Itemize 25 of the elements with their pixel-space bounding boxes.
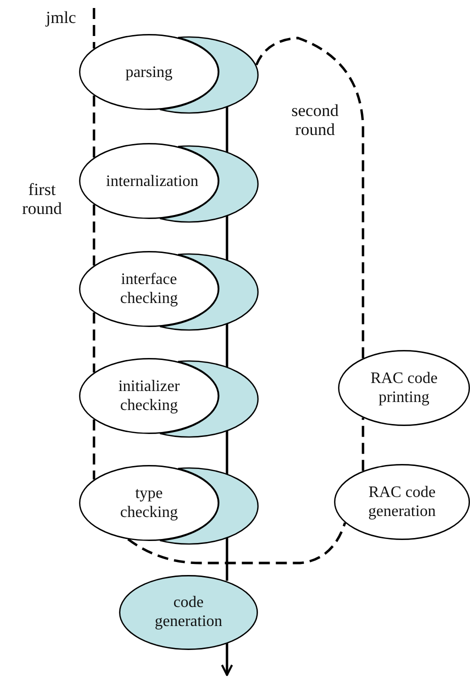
dashed-connector — [92, 8, 96, 48]
process-ellipse: RAC code generation — [334, 464, 470, 540]
process-ellipse: internalization — [79, 143, 219, 219]
arrow — [221, 643, 233, 676]
connector — [226, 216, 228, 260]
dashed-connector — [92, 96, 96, 158]
connector — [226, 538, 228, 581]
process-ellipse: RAC code printing — [338, 350, 470, 426]
dashed-connector — [92, 204, 96, 266]
connector — [226, 106, 228, 152]
process-ellipse: code generation — [119, 574, 258, 650]
dashed-connector — [362, 418, 364, 471]
dashed-connector — [92, 312, 96, 372]
dashed-connector — [92, 420, 96, 480]
connector — [226, 324, 228, 368]
connector — [226, 430, 228, 474]
annotation-label: jmlc — [44, 8, 78, 27]
process-ellipse: interface checking — [79, 251, 219, 327]
process-ellipse: initializer checking — [79, 358, 219, 434]
process-ellipse: parsing — [79, 34, 219, 110]
dashed-connector — [127, 522, 346, 564]
annotation-label: first round — [21, 180, 63, 218]
process-ellipse: type checking — [79, 465, 219, 541]
annotation-label: second round — [290, 101, 340, 139]
dashed-connector — [254, 36, 364, 358]
